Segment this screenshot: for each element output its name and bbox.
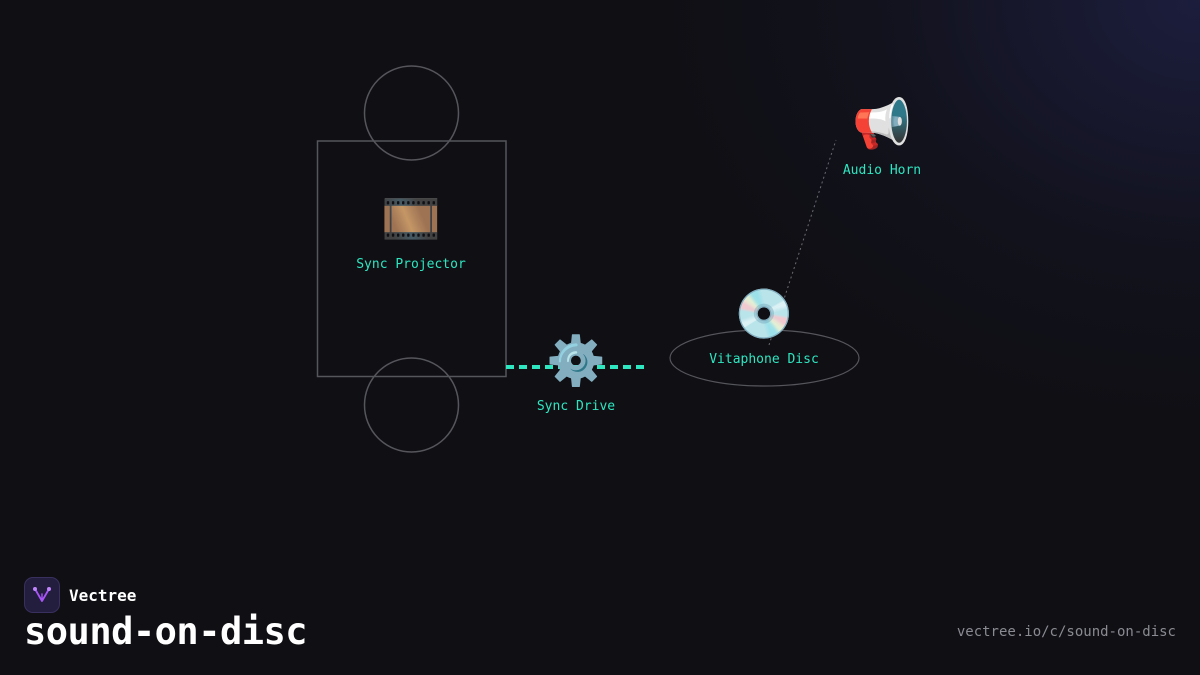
node-label-audio-horn: Audio Horn (842, 163, 922, 178)
node-label-vitaphone-disc: Vitaphone Disc (709, 352, 819, 367)
tone-arm-connector (768, 139, 837, 346)
page-title: sound-on-disc (24, 610, 308, 653)
node-label-sync-projector: Sync Projector (356, 257, 466, 272)
projector-bottom-reel (363, 357, 460, 453)
megaphone-icon: 📢 (852, 96, 912, 152)
projector-top-reel (363, 65, 460, 161)
projector-body-outline (316, 140, 507, 378)
brand-block: Vectree (24, 577, 136, 613)
node-label-sync-drive: Sync Drive (536, 399, 616, 414)
optical-disc-icon: 💿 (734, 286, 794, 342)
brand-name: Vectree (69, 585, 137, 605)
film-frames-icon: 🎞️ (381, 191, 441, 247)
vectree-logo-icon (24, 577, 60, 613)
page-url[interactable]: vectree.io/c/sound-on-disc (956, 624, 1176, 640)
gear-icon: ⚙️ (546, 333, 606, 389)
disc-platter-outline (669, 329, 860, 387)
